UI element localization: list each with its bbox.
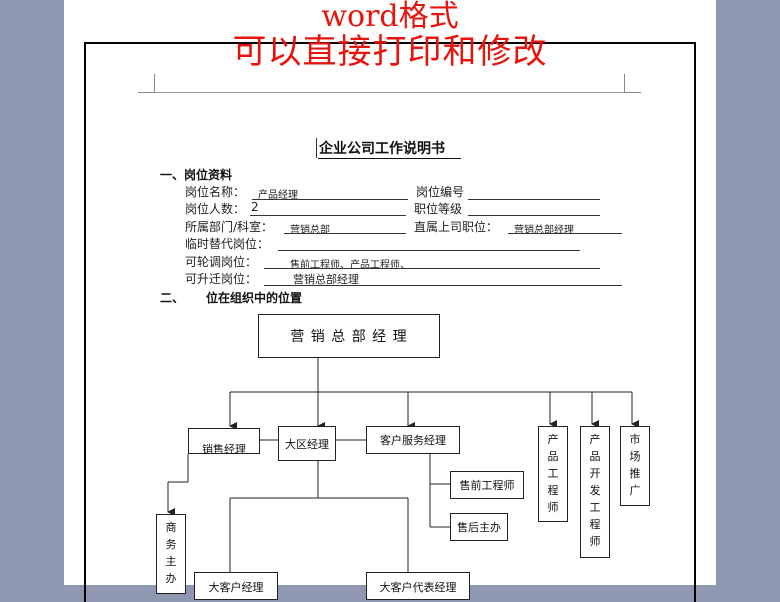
headcount-underline bbox=[250, 215, 406, 216]
superior-value[interactable]: 营销总部经理 bbox=[514, 225, 574, 236]
char: 师 bbox=[547, 501, 559, 515]
char: 品 bbox=[547, 450, 559, 464]
char: 品 bbox=[589, 450, 601, 464]
char: 师 bbox=[589, 535, 601, 549]
promotion-value[interactable]: 营销总部经理 bbox=[293, 273, 359, 286]
org-node-top-manager: 营 销 总 部 经 理 bbox=[258, 314, 440, 358]
section-1-heading: 一、岗位资料 bbox=[160, 168, 233, 182]
banner-line-1: word格式 bbox=[321, 0, 459, 34]
position-no-label: 岗位编号 bbox=[416, 185, 465, 199]
char: 发 bbox=[589, 484, 601, 498]
char: 开 bbox=[589, 467, 601, 481]
char: 推 bbox=[629, 467, 641, 481]
org-node-customer-service-manager: 客户服务经理 bbox=[366, 426, 460, 454]
char: 市 bbox=[629, 433, 641, 446]
org-node-market-promotion: 市 场 推 广 bbox=[620, 426, 650, 506]
section-2-number: 二、 bbox=[160, 291, 185, 305]
char: 工 bbox=[589, 501, 601, 515]
char: 商 bbox=[165, 521, 177, 534]
char: 办 bbox=[165, 572, 177, 586]
document-title: 企业公司工作说明书 bbox=[316, 138, 445, 158]
grade-label: 职位等级 bbox=[414, 202, 463, 216]
position-name-underline bbox=[252, 199, 408, 200]
char: 广 bbox=[629, 484, 641, 498]
char: 务 bbox=[165, 538, 177, 552]
org-node-sales-manager: 销售经理 bbox=[188, 428, 260, 454]
substitute-label: 临时替代岗位： bbox=[185, 237, 270, 251]
page-border bbox=[84, 42, 696, 602]
banner-line-2: 可以直接打印和修改 bbox=[232, 32, 548, 72]
char: 产 bbox=[547, 433, 559, 446]
headcount-value[interactable]: 2 bbox=[251, 200, 259, 214]
crop-mark-right bbox=[624, 74, 641, 93]
org-node-presales-engineer: 售前工程师 bbox=[450, 471, 524, 499]
rotation-value[interactable]: 售前工程师、产品工程师、 bbox=[290, 260, 410, 271]
promotion-label: 可升迁岗位： bbox=[185, 272, 258, 286]
position-no-underline[interactable] bbox=[468, 199, 600, 200]
char: 工 bbox=[547, 467, 559, 481]
char: 程 bbox=[547, 484, 559, 498]
org-node-region-manager: 大区经理 bbox=[278, 426, 336, 461]
char: 产 bbox=[589, 433, 601, 446]
org-node-aftersales-lead: 售后主办 bbox=[450, 513, 508, 541]
dept-value[interactable]: 营销总部 bbox=[290, 225, 330, 236]
rotation-label: 可轮调岗位： bbox=[185, 255, 258, 269]
position-name-label: 岗位名称： bbox=[185, 185, 246, 199]
header-rule bbox=[155, 92, 625, 93]
dept-label: 所属部门/科室： bbox=[185, 220, 274, 234]
position-name-value[interactable]: 产品经理 bbox=[258, 190, 298, 201]
rotation-underline bbox=[264, 268, 600, 269]
char: 程 bbox=[589, 518, 601, 532]
crop-mark-left bbox=[138, 74, 155, 93]
char: 主 bbox=[165, 555, 177, 569]
superior-underline bbox=[508, 233, 622, 234]
promotion-underline bbox=[264, 285, 622, 286]
char: 场 bbox=[629, 450, 641, 464]
org-node-key-account-rep-manager: 大客户代表经理 bbox=[366, 572, 470, 600]
org-node-product-engineer: 产 品 工 程 师 bbox=[538, 426, 568, 522]
substitute-underline[interactable] bbox=[278, 250, 580, 251]
org-node-business-lead: 商 务 主 办 bbox=[156, 514, 186, 594]
org-node-key-account-manager: 大客户经理 bbox=[194, 572, 278, 600]
headcount-label: 岗位人数： bbox=[185, 202, 246, 216]
org-node-product-dev-engineer: 产 品 开 发 工 程 师 bbox=[580, 426, 610, 558]
section-2-heading: 位在组织中的位置 bbox=[206, 291, 303, 305]
document-title-underline bbox=[318, 158, 461, 159]
superior-label: 直属上司职位： bbox=[414, 220, 499, 234]
org-chart-connectors bbox=[167, 358, 639, 585]
grade-underline[interactable] bbox=[468, 215, 600, 216]
dept-underline bbox=[284, 233, 406, 234]
